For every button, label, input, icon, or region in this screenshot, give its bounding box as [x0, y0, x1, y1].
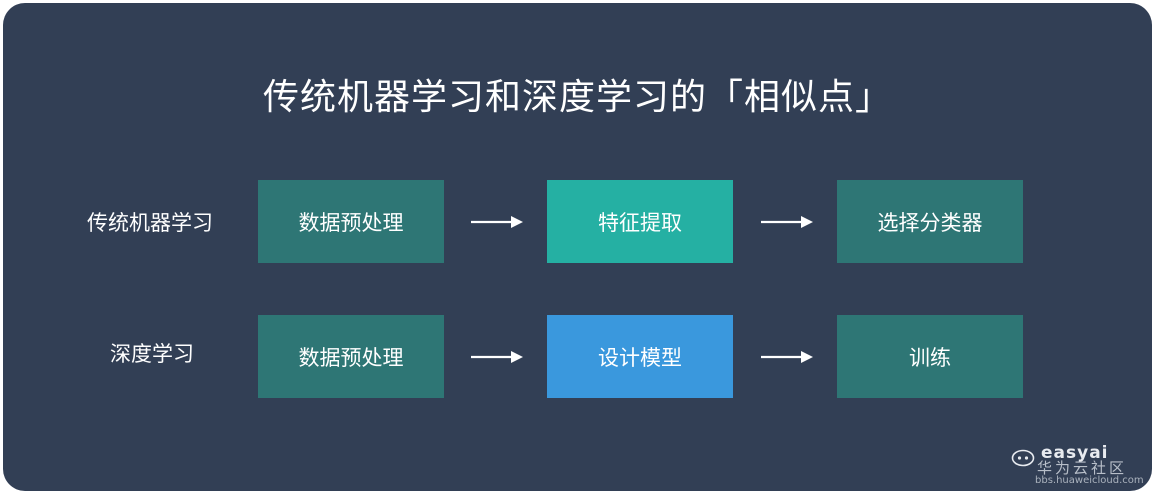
arrow-right-icon — [761, 351, 813, 363]
step-box-training: 训练 — [837, 315, 1023, 398]
arrow-right-icon — [471, 216, 523, 228]
step-label: 训练 — [909, 345, 951, 370]
diagram-canvas: 传统机器学习和深度学习的「相似点」 传统机器学习 数据预处理 特征提取 选择分类… — [3, 3, 1152, 491]
step-box-design-model: 设计模型 — [547, 315, 733, 398]
step-label: 设计模型 — [598, 345, 682, 370]
row-label-deep-learning: 深度学习 — [110, 342, 194, 366]
diagram-title: 传统机器学习和深度学习的「相似点」 — [262, 77, 892, 118]
step-label: 数据预处理 — [298, 345, 404, 370]
step-box-deep-preprocess: 数据预处理 — [258, 315, 444, 398]
row-label-traditional-ml: 传统机器学习 — [87, 211, 213, 235]
watermark-community: 华为云社区 — [1037, 459, 1128, 477]
step-box-choose-classifier: 选择分类器 — [837, 180, 1023, 263]
step-box-feature-extraction: 特征提取 — [547, 180, 733, 263]
arrow-right-icon — [761, 216, 813, 228]
watermark-brand: easyai — [1041, 443, 1109, 463]
step-label: 特征提取 — [598, 210, 682, 235]
step-label: 选择分类器 — [877, 210, 983, 235]
watermark-url: bbs.huaweicloud.com — [1035, 475, 1144, 486]
step-label: 数据预处理 — [298, 210, 404, 235]
easyai-logo-icon — [1011, 449, 1035, 467]
arrow-right-icon — [471, 351, 523, 363]
step-box-traditional-preprocess: 数据预处理 — [258, 180, 444, 263]
